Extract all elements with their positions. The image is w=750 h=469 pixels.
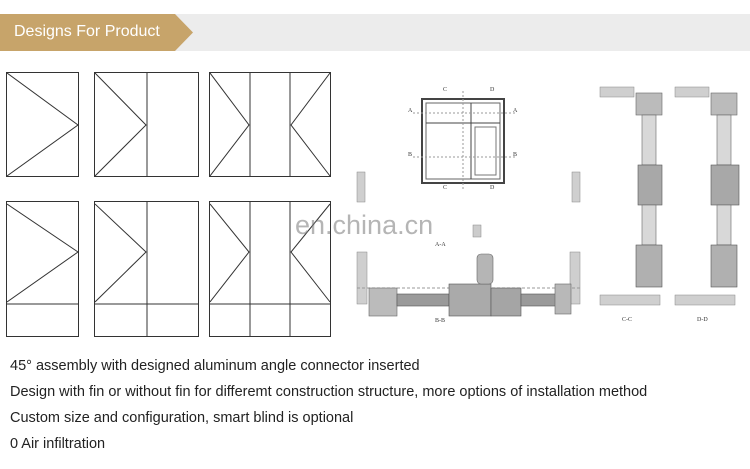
window-config-6	[209, 201, 331, 337]
watermark: en.china.cn	[295, 210, 434, 240]
label-dd: D-D	[697, 317, 708, 323]
feature-line-3: Custom size and configuration, smart bli…	[10, 410, 354, 426]
label-a-right: A	[513, 108, 518, 114]
window-config-1	[6, 72, 79, 177]
vertical-section-cc: C-C	[598, 85, 668, 325]
section-title: Designs For Product	[14, 23, 160, 40]
feature-line-2: Design with fin or without fin for diffe…	[10, 384, 648, 400]
feature-line-4: 0 Air infiltration	[10, 436, 106, 452]
horizontal-section-drawing: A-A B-B	[355, 170, 590, 324]
label-cc: C-C	[622, 317, 633, 323]
label-d-bottom: D	[490, 185, 495, 191]
window-config-4	[6, 201, 79, 337]
window-elevation-drawing: C D A A B B C D	[405, 85, 525, 195]
label-aa: A-A	[435, 242, 446, 248]
window-config-3	[209, 72, 331, 177]
label-d-top: D	[490, 87, 495, 93]
label-a-left: A	[408, 108, 413, 114]
label-b-right: B	[513, 152, 518, 158]
window-config-2	[94, 72, 199, 177]
label-b-left: B	[408, 152, 413, 158]
window-config-5	[94, 201, 199, 337]
section-banner: Designs For Product	[0, 14, 750, 51]
vertical-section-dd: D-D	[673, 85, 743, 325]
label-c-bottom: C	[443, 185, 448, 191]
label-c-top: C	[443, 87, 448, 93]
feature-line-1: 45° assembly with designed aluminum angl…	[10, 358, 420, 374]
section-title-badge: Designs For Product	[0, 14, 193, 51]
label-bb: B-B	[435, 318, 446, 324]
